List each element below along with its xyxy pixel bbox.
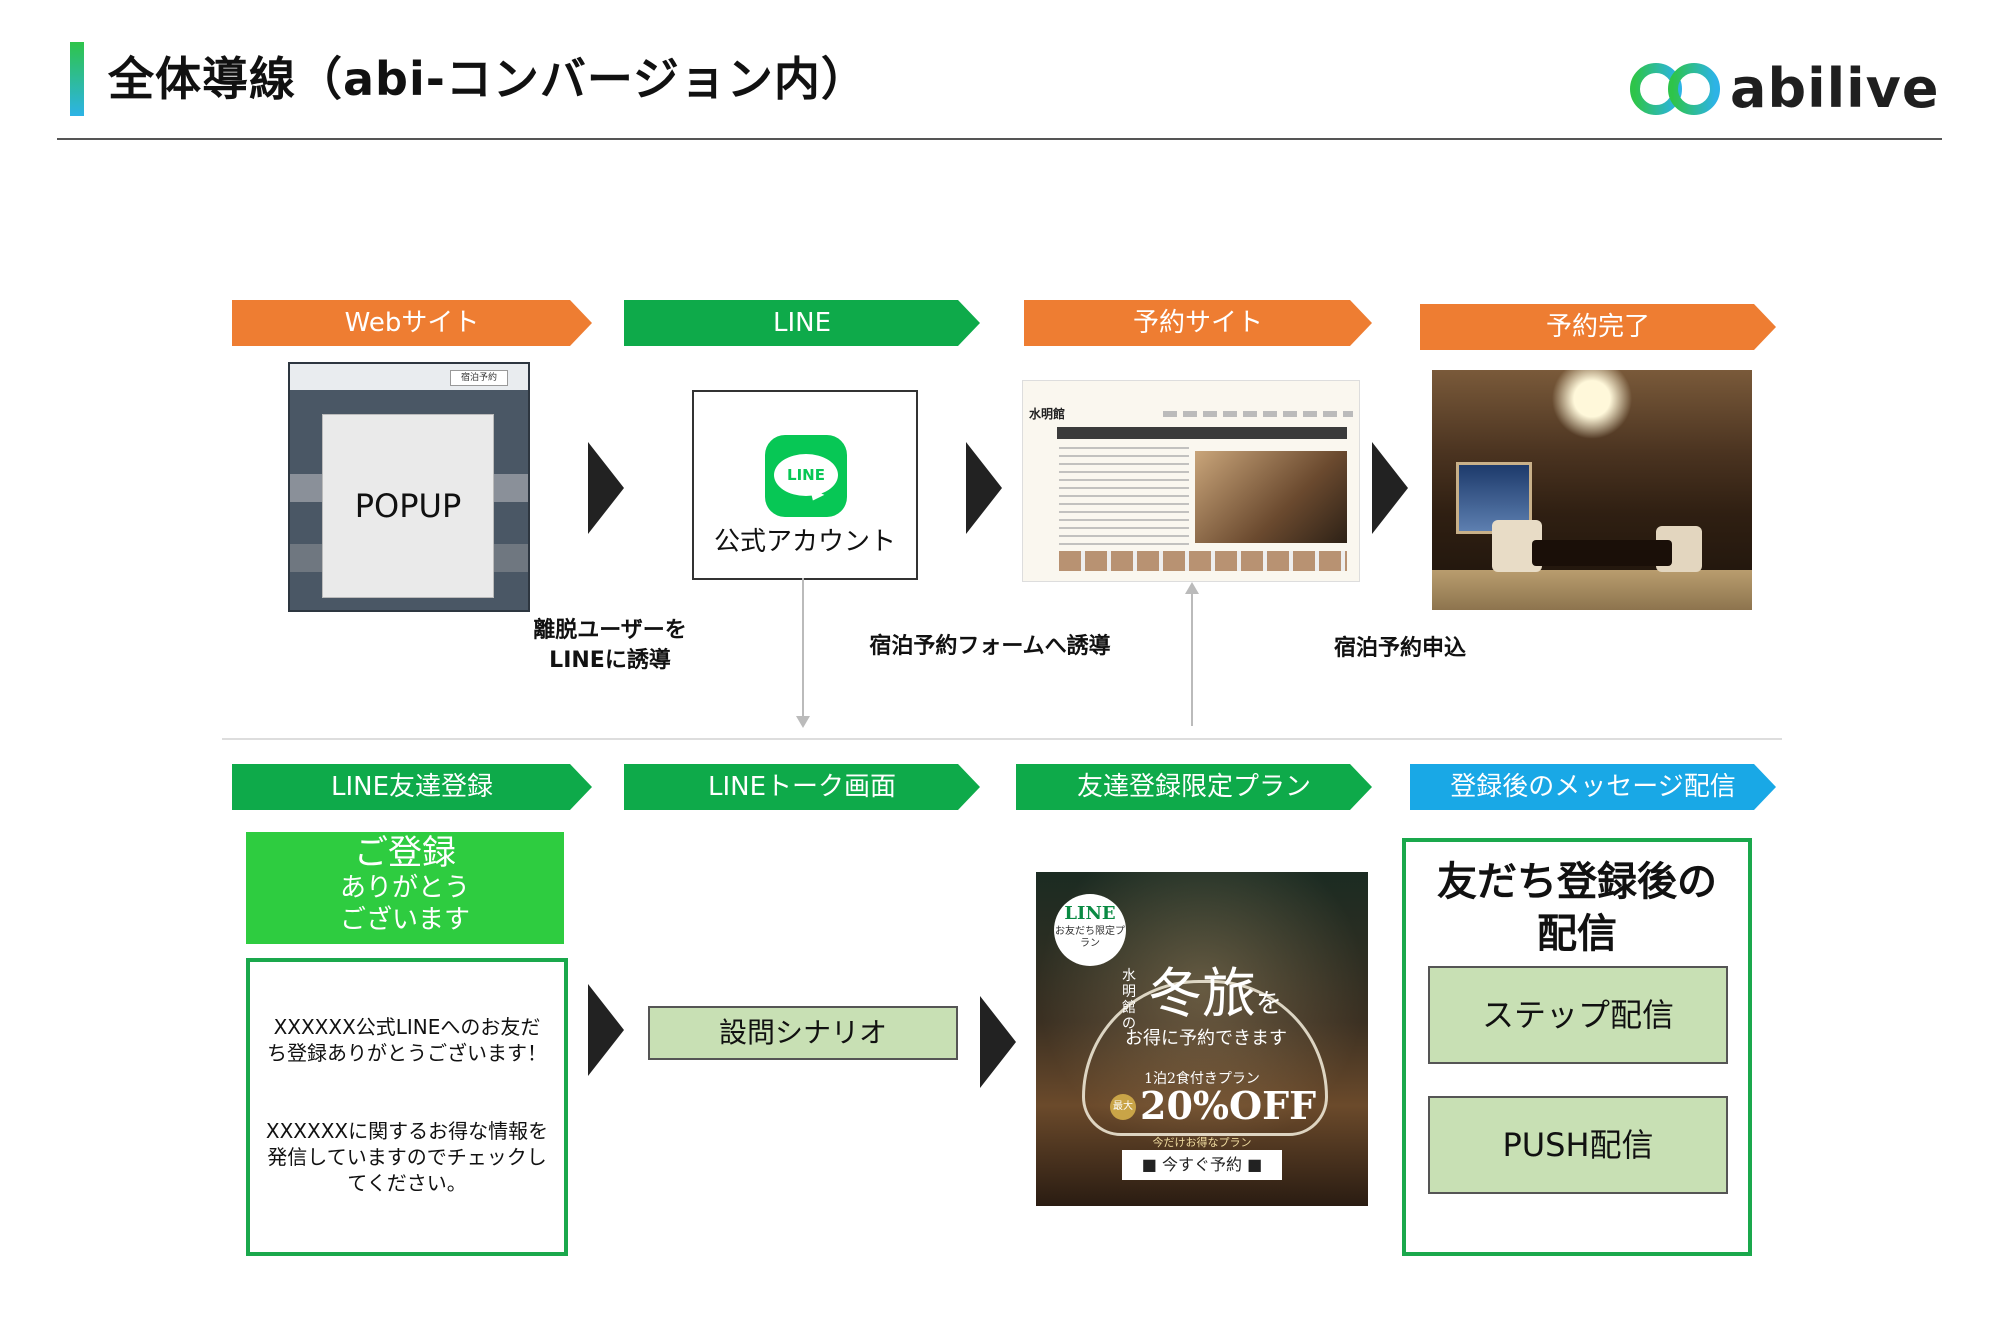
step-post-register-message: 登録後のメッセージ配信 — [1410, 764, 1776, 810]
push-delivery-box: PUSH配信 — [1428, 1096, 1728, 1194]
page-title: 全体導線（abi-コンバージョン内） — [108, 52, 868, 106]
thanks-line-3: ございます — [339, 905, 470, 935]
promo-note: 今だけお得なプラン — [1152, 1136, 1252, 1149]
line-app-icon: LINE — [765, 435, 847, 517]
line-account-label: 公式アカウント — [713, 527, 896, 557]
welcome-message-1: XXXXXX公式LINEへのお友だち登録ありがとうございます！ — [267, 1015, 547, 1065]
step-reservation-complete: 予約完了 — [1420, 304, 1776, 350]
label-apply: 宿泊予約申込 — [1333, 636, 1466, 661]
site-heading-bar — [1057, 427, 1347, 439]
tatami-floor — [1432, 570, 1752, 610]
arrow-right-icon — [966, 442, 1002, 534]
step-line-friend-register: LINE友達登録 — [232, 764, 592, 810]
site-header: 宿泊予約 — [290, 364, 528, 390]
title-accent-bar — [70, 42, 84, 116]
label-to-line-1: 離脱ユーザーを — [533, 618, 687, 643]
arrow-right-icon — [588, 442, 624, 534]
site-thumbnails — [1059, 551, 1347, 571]
ryokan-logo: 水明館 — [1029, 407, 1066, 421]
delivery-box: 友だち登録後の 配信 ステップ配信 PUSH配信 — [1402, 838, 1752, 1256]
popup-box: POPUP — [322, 414, 494, 598]
welcome-message-2: XXXXXXに関するお得な情報を発信していますのでチェックしてください。 — [265, 1119, 549, 1195]
website-screenshot: 宿泊予約 POPUP — [288, 362, 530, 612]
promo-max-badge: 最大 — [1110, 1094, 1136, 1120]
promo-subline: お得に予約できます — [1125, 1028, 1287, 1049]
label-to-form: 宿泊予約フォームへ誘導 — [869, 634, 1111, 659]
promo-side-text: 水明館の — [1122, 968, 1136, 1032]
header-divider — [57, 138, 1942, 140]
logo-text: abilive — [1730, 57, 1940, 120]
question-scenario-box: 設問シナリオ — [648, 1006, 958, 1060]
room-table — [1532, 540, 1672, 566]
line-friend-badge: LINE お友だち限定プラン — [1054, 894, 1126, 966]
promo-discount: 20%OFF — [1140, 1083, 1317, 1128]
promo-headline: 冬旅を — [1148, 962, 1283, 1025]
room-photo — [1195, 451, 1347, 543]
arrow-right-icon — [980, 996, 1016, 1088]
line-official-account-box: LINE 公式アカウント — [692, 390, 918, 580]
delivery-title-1: 友だち登録後の — [1437, 859, 1717, 905]
step-website: Webサイト — [232, 300, 592, 346]
promo-plan: 1泊2食付きプラン — [1144, 1071, 1260, 1087]
arrow-right-icon — [1372, 442, 1408, 534]
label-to-line-2: LINEに誘導 — [549, 648, 671, 673]
thanks-banner: ご登録 ありがとう ございます — [246, 832, 564, 944]
step-reservation-site: 予約サイト — [1024, 300, 1372, 346]
section-divider — [222, 738, 1782, 740]
arrow-right-icon — [588, 984, 624, 1076]
abilive-logo-icon — [1630, 63, 1720, 115]
site-body-text — [1059, 447, 1189, 563]
thanks-line-2: ありがとう — [339, 873, 470, 903]
site-reserve-button: 宿泊予約 — [450, 370, 508, 386]
step-line-talk: LINEトーク画面 — [624, 764, 980, 810]
promo-reserve-button: ■ 今すぐ予約 ■ — [1122, 1150, 1282, 1180]
friend-plan-banner: LINE お友だち限定プラン 水明館の 冬旅を お得に予約できます 1泊2食付き… — [1036, 872, 1368, 1206]
japanese-room-photo — [1432, 370, 1752, 610]
thanks-line-1: ご登録 — [354, 833, 456, 873]
line-bubble: LINE — [774, 454, 838, 496]
site-nav — [1163, 411, 1353, 417]
welcome-message-box: XXXXXX公式LINEへのお友だち登録ありがとうございます！ XXXXXXに関… — [246, 958, 568, 1256]
step-delivery-box: ステップ配信 — [1428, 966, 1728, 1064]
step-line: LINE — [624, 300, 980, 346]
delivery-title-2: 配信 — [1537, 911, 1617, 957]
reservation-site-screenshot: 水明館 — [1022, 380, 1360, 582]
step-friend-plan: 友達登録限定プラン — [1016, 764, 1372, 810]
